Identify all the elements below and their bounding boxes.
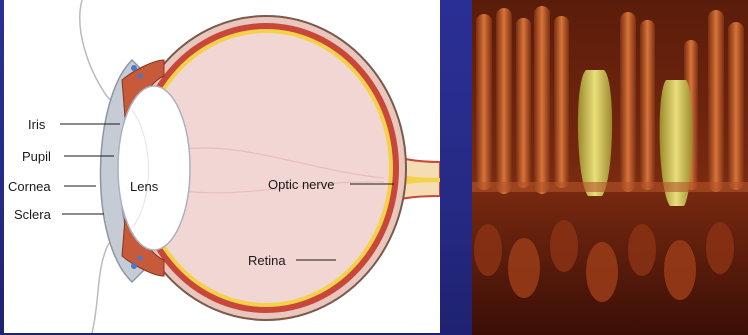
label-optic-nerve: Optic nerve [268,177,334,192]
ciliary-dot [138,74,143,79]
micrograph-image [472,0,748,335]
label-pupil: Pupil [22,149,51,164]
retina-micrograph [472,0,748,335]
ciliary-dot [131,65,137,71]
eye-diagram-panel: Iris Pupil Cornea Sclera Lens Optic nerv… [4,0,440,333]
outer-limiting-membrane [472,182,748,192]
ciliary-dot [138,256,143,261]
ciliary-dot [131,263,137,269]
label-cornea: Cornea [8,179,51,194]
eye-cross-section [4,0,440,333]
lens-shape [118,86,190,250]
label-sclera: Sclera [14,207,51,222]
label-iris: Iris [28,117,45,132]
label-retina: Retina [248,253,286,268]
label-lens: Lens [130,179,158,194]
